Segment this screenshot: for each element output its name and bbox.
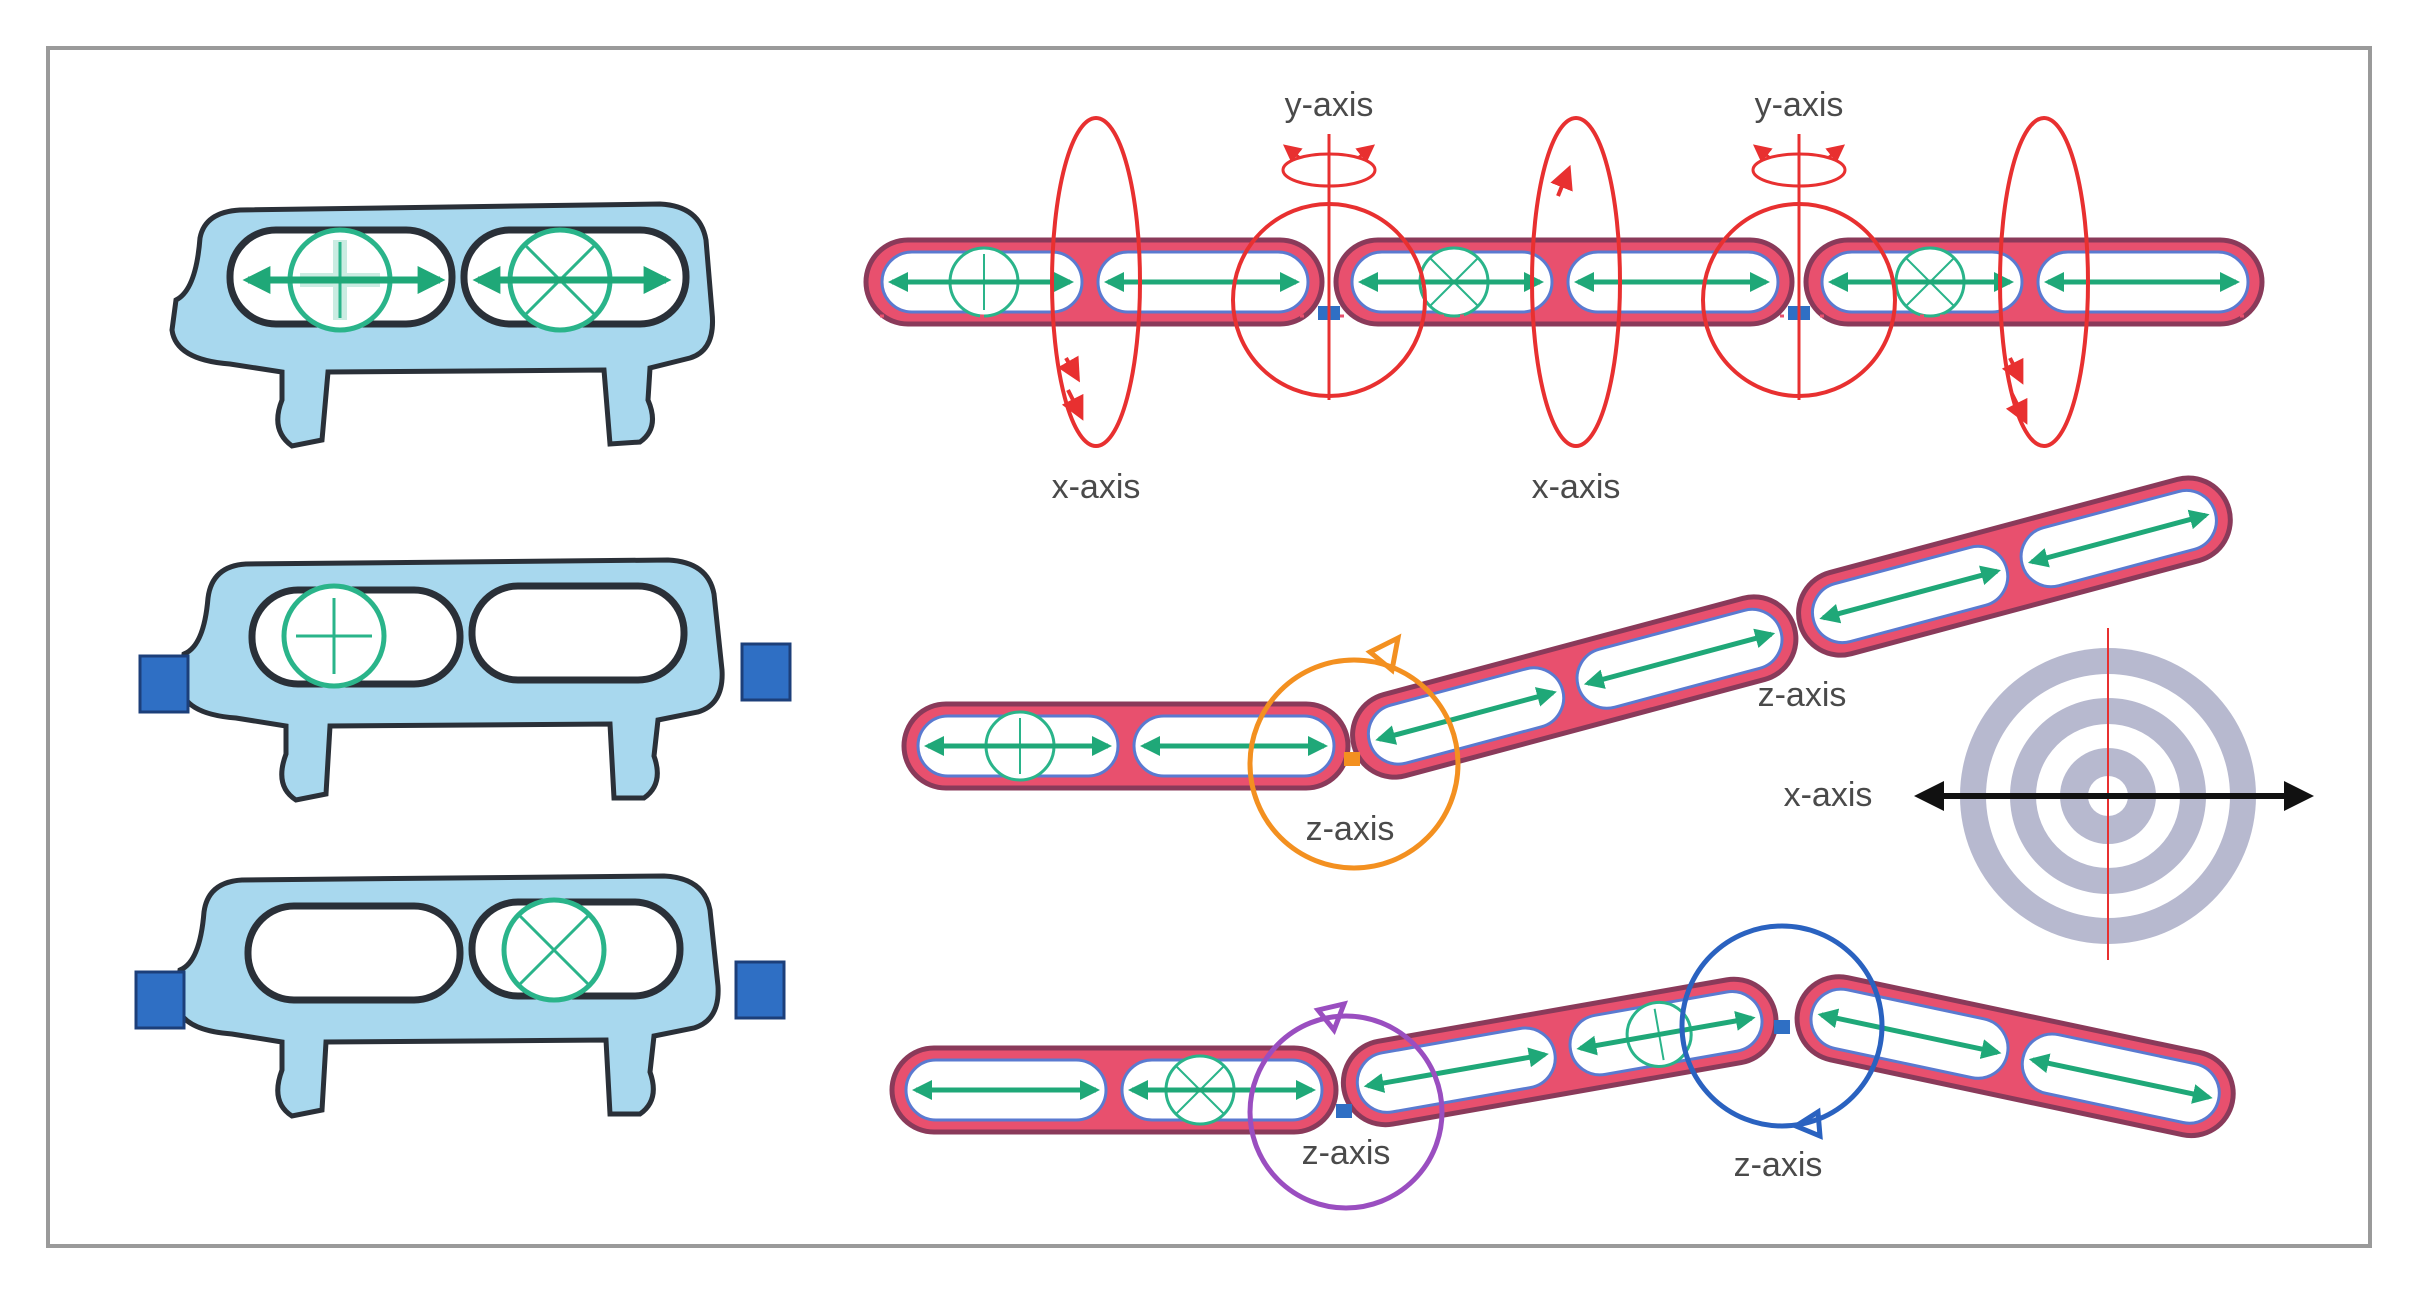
segment	[1803, 237, 2265, 327]
clip-slot-left	[244, 902, 464, 1004]
z-axis-label: z-axis	[1734, 1146, 1823, 1184]
z-axis-label: z-axis	[1302, 1134, 1391, 1172]
clip-view-both-markers	[169, 201, 716, 449]
rotation-arrow-icon	[1701, 202, 1897, 398]
y-axis-label: y-axis	[1755, 86, 1844, 124]
clip-tab-left	[138, 654, 190, 714]
y-axis-label: y-axis	[1285, 86, 1374, 124]
clip-view-plus-marker	[138, 557, 792, 803]
clip-tab-left	[134, 970, 186, 1030]
clip-view-cross-marker	[134, 873, 786, 1119]
x-axis-label: x-axis	[1052, 468, 1141, 506]
rotation-arrow-icon	[1247, 657, 1461, 871]
segment	[1794, 974, 2236, 1139]
rotation-arrow-icon	[1247, 1013, 1445, 1211]
rotation-arrow-icon	[1530, 116, 1622, 448]
segment	[889, 1045, 1339, 1135]
chain-straight: y-axis y-axis x-axis x-axis	[863, 86, 2265, 506]
clip-tab-right	[740, 642, 792, 702]
segment	[1350, 594, 1799, 780]
segment	[1796, 475, 2233, 658]
segment	[863, 237, 1325, 327]
segment	[1340, 976, 1779, 1128]
segment	[1333, 237, 1795, 327]
target-icon: x-axis	[1784, 628, 2314, 960]
chain-bend-purple-blue: z-axis z-axis	[889, 923, 2236, 1211]
x-axis-label: x-axis	[1532, 468, 1621, 506]
rotation-arrow-icon	[1679, 923, 1885, 1129]
rotation-arrow-icon	[1998, 116, 2090, 448]
segment	[901, 701, 1351, 791]
clip-tab-right	[734, 960, 786, 1020]
x-axis-label: x-axis	[1784, 776, 1873, 814]
z-axis-label: z-axis	[1306, 810, 1395, 848]
z-axis-label: z-axis	[1758, 676, 1847, 714]
chain-bend-orange: z-axis z-axis	[901, 475, 2233, 871]
rotation-arrow-icon	[1231, 202, 1427, 398]
clip-slot-right	[468, 582, 688, 684]
rotation-arrow-icon	[1050, 116, 1142, 448]
